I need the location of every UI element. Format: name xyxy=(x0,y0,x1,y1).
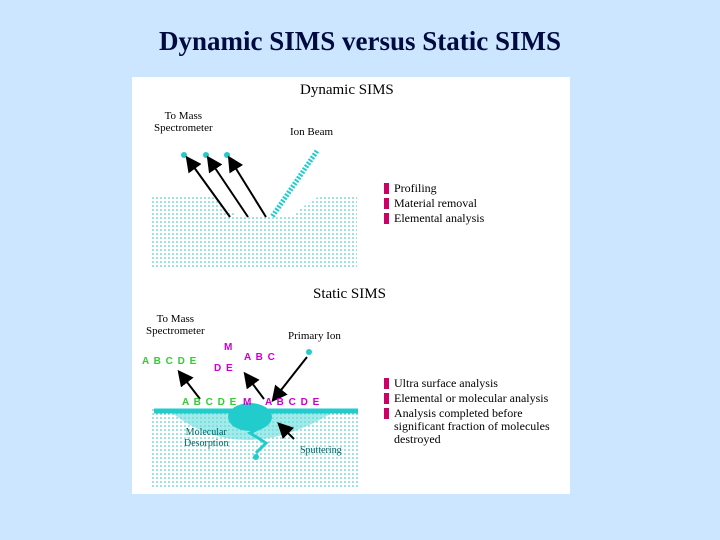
particle xyxy=(253,454,259,460)
bullet-item: Ultra surface analysis xyxy=(384,377,564,390)
surface-label-left: A B C D E xyxy=(182,397,238,408)
bullet-item: Analysis completed before significant fr… xyxy=(384,407,564,446)
bullet-item: Elemental analysis xyxy=(384,212,564,225)
sputter-arrow xyxy=(185,155,231,218)
dynamic-heading: Dynamic SIMS xyxy=(300,82,394,98)
bullet-item: Material removal xyxy=(384,197,564,210)
dynamic-to-mass-label: To Mass Spectrometer xyxy=(154,110,213,134)
slide-title: Dynamic SIMS versus Static SIMS xyxy=(158,26,562,56)
ion-label-m: M xyxy=(224,342,234,353)
sputtering-arrow xyxy=(277,422,295,440)
diagram-graphics xyxy=(152,149,358,489)
particle xyxy=(181,152,187,158)
static-bullets: Ultra surface analysis Elemental or mole… xyxy=(384,377,564,448)
molecular-desorption-label: Molecular Desorption xyxy=(184,427,229,449)
dynamic-sample xyxy=(152,195,357,267)
sputtering-label: Sputtering xyxy=(300,445,342,456)
sputter-arrow xyxy=(227,155,267,218)
static-heading: Static SIMS xyxy=(313,286,386,302)
particle xyxy=(224,152,230,158)
static-to-mass-label: To Mass Spectrometer xyxy=(146,313,205,337)
ion-beam xyxy=(269,149,320,219)
collision-cascade xyxy=(246,412,269,455)
ion-label-de: D E xyxy=(214,363,234,374)
ion-label-left: A B C D E xyxy=(142,356,198,367)
particle xyxy=(306,349,312,355)
bullet-item: Elemental or molecular analysis xyxy=(384,392,564,405)
bullet-item: Profiling xyxy=(384,182,564,195)
primary-ion-label: Primary Ion xyxy=(288,330,341,342)
surface-label-right: A B C D E xyxy=(265,397,321,408)
surface-label-m: M xyxy=(243,397,253,408)
sputter-arrow xyxy=(206,155,249,218)
diagram-panel: Dynamic SIMS To Mass Spectrometer Ion Be… xyxy=(132,77,570,494)
ion-arrow xyxy=(243,371,265,400)
primary-ion-arrow xyxy=(271,356,308,403)
ion-label-abc: A B C xyxy=(244,352,276,363)
ion-arrow xyxy=(177,369,201,400)
dynamic-bullets: Profiling Material removal Elemental ana… xyxy=(384,182,564,227)
ion-beam-label: Ion Beam xyxy=(290,126,334,138)
particle xyxy=(203,152,209,158)
